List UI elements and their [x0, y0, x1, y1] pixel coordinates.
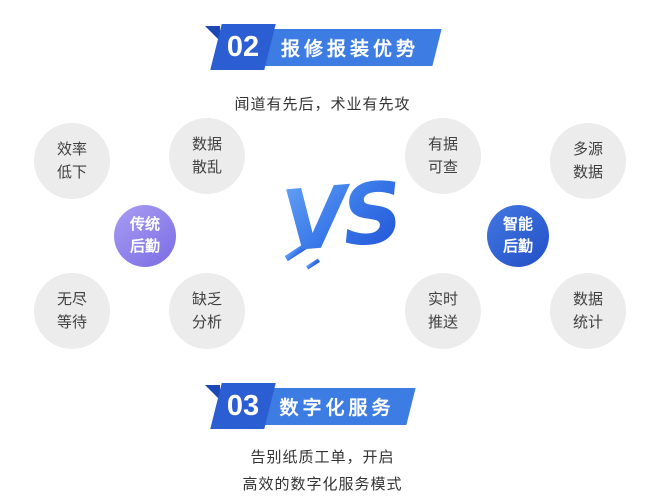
left-feature-circle-no-analysis: 缺乏 分析: [169, 273, 245, 349]
left-feature-circle-efficiency: 效率 低下: [34, 123, 110, 199]
vs-brush-streak-icon: [306, 258, 320, 270]
section-02-subtitle: 闻道有先后，术业有先攻: [234, 96, 411, 113]
vs-brush-streak-icon: [284, 240, 312, 262]
right-feature-label: 多源 数据: [572, 141, 603, 181]
section-02-title: 报修报装优势: [280, 39, 419, 60]
right-feature-label: 有据 可查: [427, 136, 458, 176]
section-03-title-banner: 数字化服务: [263, 388, 411, 425]
section-03-description: 告别纸质工单，开启 高效的数字化服务模式: [0, 444, 645, 498]
section-02-number-badge: 02: [216, 24, 270, 70]
description-line-1: 告别纸质工单，开启: [250, 449, 395, 466]
traditional-logistics-hub: 传统 后勤: [114, 205, 176, 267]
section-03-number: 03: [226, 389, 260, 422]
left-feature-label: 缺乏 分析: [191, 291, 222, 331]
vs-text: VS: [278, 163, 402, 271]
left-feature-circle-scattered-data: 数据 散乱: [169, 118, 245, 194]
description-line-2: 高效的数字化服务模式: [242, 476, 403, 493]
right-feature-circle-traceable: 有据 可查: [405, 118, 481, 194]
vs-graphic: VS: [278, 163, 402, 271]
right-feature-circle-multisource-data: 多源 数据: [550, 123, 626, 199]
left-feature-circle-endless-waiting: 无尽 等待: [34, 273, 110, 349]
smart-logistics-hub: 智能 后勤: [487, 205, 549, 267]
left-feature-label: 无尽 等待: [56, 291, 87, 331]
right-feature-label: 数据 统计: [572, 291, 603, 331]
right-feature-circle-data-statistics: 数据 统计: [550, 273, 626, 349]
traditional-logistics-label: 传统 后勤: [129, 216, 160, 255]
section-03-number-badge: 03: [216, 383, 270, 429]
section-02-title-banner: 报修报装优势: [263, 29, 437, 66]
section-03-title: 数字化服务: [279, 398, 395, 419]
left-feature-label: 效率 低下: [56, 141, 87, 181]
right-feature-label: 实时 推送: [427, 291, 458, 331]
left-feature-label: 数据 散乱: [191, 136, 222, 176]
section-02-number: 02: [226, 30, 260, 63]
smart-logistics-label: 智能 后勤: [502, 216, 533, 255]
right-feature-circle-realtime-push: 实时 推送: [405, 273, 481, 349]
